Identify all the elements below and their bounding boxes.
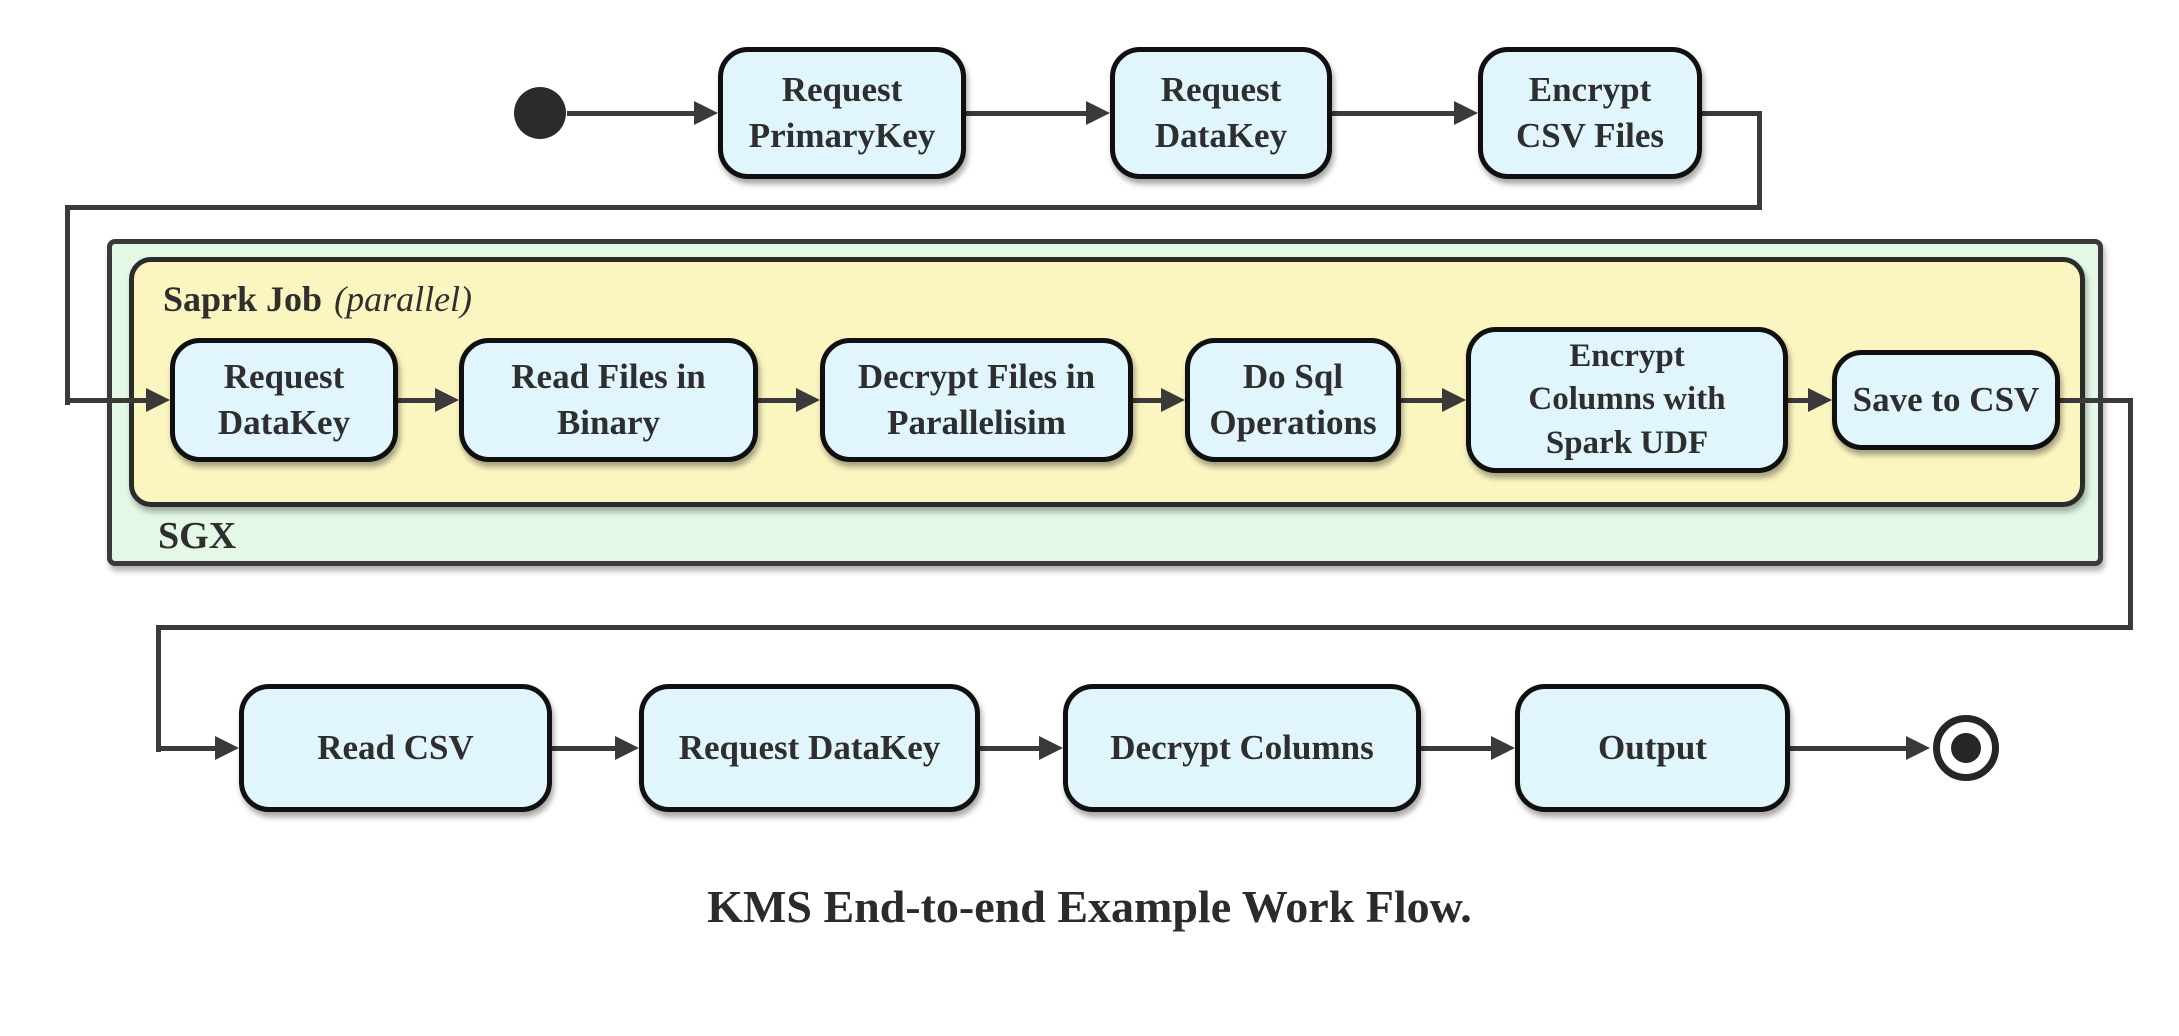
arrow-head <box>146 388 170 412</box>
arrow-head <box>796 388 820 412</box>
arrow-head <box>1808 388 1832 412</box>
arrow-head <box>1906 736 1930 760</box>
edge-wrap2-right-down <box>2128 398 2133 630</box>
edge-wrap-horizontal <box>65 205 1762 210</box>
node-read-files-in-binary: Read Files in Binary <box>459 338 758 462</box>
node-output: Output <box>1515 684 1790 812</box>
node-request-datakey-sgx: Request DataKey <box>170 338 398 462</box>
spark-job-label-qualifier: (parallel) <box>334 279 473 319</box>
edge-mid-1 <box>398 398 435 403</box>
arrow-head <box>694 101 718 125</box>
edge-start-to-request-primarykey <box>567 111 694 116</box>
node-encrypt-columns-with-spark-udf: Encrypt Columns with Spark UDF <box>1466 327 1788 473</box>
edge-bottom-1 <box>552 746 615 751</box>
arrow-head <box>1086 101 1110 125</box>
edge-wrap-right-down <box>1757 111 1762 210</box>
edge-request-primarykey-to-request-datakey <box>966 111 1086 116</box>
edge-bottom-3 <box>1421 746 1491 751</box>
edge-bottom-2 <box>980 746 1039 751</box>
edge-mid-2 <box>758 398 796 403</box>
diagram-caption: KMS End-to-end Example Work Flow. <box>707 881 1472 932</box>
node-save-to-csv: Save to CSV <box>1832 350 2060 450</box>
arrow-head <box>1454 101 1478 125</box>
arrow-head <box>1442 388 1466 412</box>
node-do-sql-operations: Do Sql Operations <box>1185 338 1401 462</box>
final-state-node <box>1933 715 1999 781</box>
edge-bottom-4 <box>1790 746 1906 751</box>
node-encrypt-csv-files: Encrypt CSV Files <box>1478 47 1702 179</box>
edge-wrap-top-right <box>1702 111 1762 116</box>
edge-wrap2-left-down <box>156 625 161 752</box>
spark-job-group-label: Saprk Job (parallel) <box>163 278 472 320</box>
arrow-head <box>1161 388 1185 412</box>
edge-wrap2-into-read-csv <box>156 746 215 751</box>
arrow-head <box>1039 736 1063 760</box>
arrow-head <box>615 736 639 760</box>
edge-mid-5 <box>1788 398 1808 403</box>
edge-wrap-left-down <box>65 205 70 405</box>
node-request-datakey-top: Request DataKey <box>1110 47 1332 179</box>
edge-exit-save-to-csv <box>2060 398 2133 403</box>
arrow-head <box>1491 736 1515 760</box>
edge-wrap2-horizontal <box>156 625 2133 630</box>
node-request-datakey-bottom: Request DataKey <box>639 684 980 812</box>
final-state-dot <box>1951 733 1981 763</box>
arrow-head <box>215 736 239 760</box>
edge-mid-4 <box>1401 398 1442 403</box>
initial-state-node <box>514 87 566 139</box>
edge-request-datakey-to-encrypt-csv <box>1332 111 1454 116</box>
edge-mid-3 <box>1133 398 1161 403</box>
sgx-group-label: SGX <box>158 515 237 557</box>
node-decrypt-columns: Decrypt Columns <box>1063 684 1421 812</box>
node-read-csv: Read CSV <box>239 684 552 812</box>
arrow-head <box>435 388 459 412</box>
spark-job-label-name: Saprk Job <box>163 279 323 319</box>
node-request-primarykey: Request PrimaryKey <box>718 47 966 179</box>
node-decrypt-files-in-parallelisim: Decrypt Files in Parallelisim <box>820 338 1133 462</box>
edge-wrap-into-sgx <box>65 398 146 403</box>
